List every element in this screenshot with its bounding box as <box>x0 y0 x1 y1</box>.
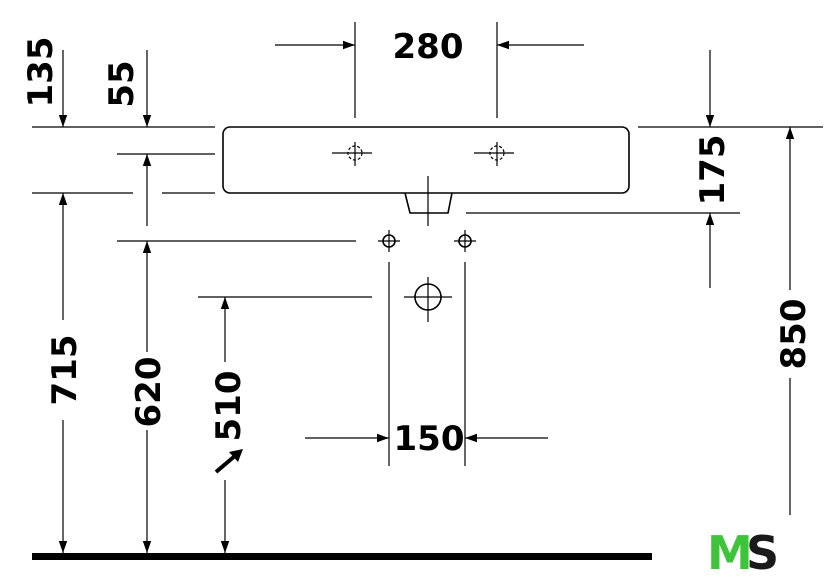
direction-arrow <box>214 449 243 474</box>
floor-line <box>32 553 652 560</box>
logo-letter-m: M <box>707 526 753 580</box>
basin-outline <box>222 126 630 194</box>
dimension-55: 55 <box>102 60 142 107</box>
supply-connection-left <box>378 230 400 252</box>
dimension-arrows <box>58 40 795 553</box>
dimension-135: 135 <box>21 37 61 108</box>
tap-hole-left <box>332 142 372 166</box>
logo-letter-s: S <box>746 526 779 580</box>
supply-connection-right <box>454 230 476 252</box>
basin-drain <box>404 176 453 226</box>
dimension-150: 150 <box>394 419 465 459</box>
dimension-620: 620 <box>129 357 169 428</box>
dimension-850: 850 <box>774 299 814 370</box>
ms-logo: M S <box>707 526 779 580</box>
tap-hole-right <box>474 142 514 166</box>
waste-connection <box>404 277 452 322</box>
dimension-510: 510 <box>209 371 249 442</box>
dimension-280: 280 <box>393 27 464 67</box>
dimension-715: 715 <box>45 335 85 406</box>
dimension-175: 175 <box>693 135 733 206</box>
